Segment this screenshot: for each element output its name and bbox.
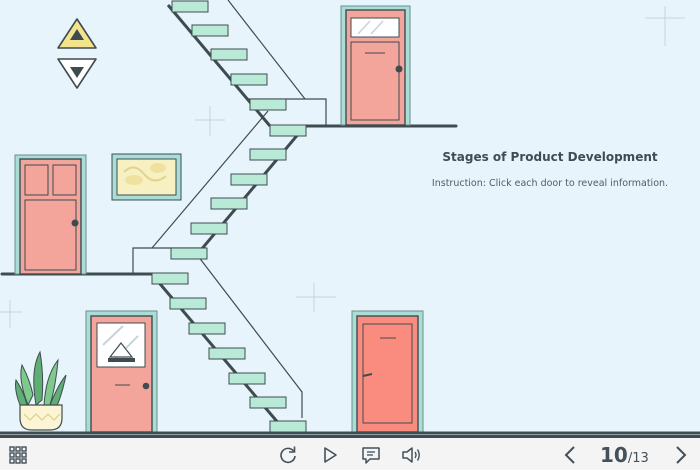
door-handle-icon [362,373,373,377]
replay-icon [280,446,296,464]
notes-button[interactable] [360,444,382,466]
slide-title: Stages of Product Development [442,150,658,164]
player-toolbar: 10 / 13 [0,435,700,470]
elevator-up-button[interactable] [56,17,98,51]
sparkle-decorations [0,6,685,328]
elevator-down-button[interactable] [56,57,98,91]
chevron-right-icon [676,446,687,464]
stair-steps [151,0,307,433]
chevron-left-icon [564,446,575,464]
replay-button[interactable] [277,444,299,466]
volume-button[interactable] [401,444,423,466]
triangle-up-icon [57,18,97,49]
door-knob-icon [142,382,150,390]
door-knob-icon [395,65,403,73]
potted-plant [15,350,67,431]
wall-painting [111,153,182,201]
menu-button[interactable] [7,444,29,466]
slide-counter: 10 / 13 [600,443,649,467]
play-button[interactable] [319,444,341,466]
prev-slide-button[interactable] [559,444,581,466]
stairwell-scene [0,0,700,435]
play-icon [324,447,337,463]
door-top-right[interactable] [340,5,411,126]
slide-instruction: Instruction: Click each door to reveal i… [431,178,669,189]
total-slide-count: 13 [632,451,649,466]
next-slide-button[interactable] [670,444,692,466]
door-bottom-right[interactable] [351,310,424,433]
slide-counter-separator: / [627,451,633,466]
door-knob-icon [71,219,79,227]
triangle-down-icon [57,58,97,89]
speaker-icon [402,447,420,463]
door-middle-left[interactable] [14,154,87,275]
door-bottom-left[interactable] [85,310,158,433]
grid-menu-icon [9,446,27,464]
current-slide-number: 10 [600,443,628,467]
stair-structure [132,0,327,426]
speech-bubble-icon [362,447,380,464]
